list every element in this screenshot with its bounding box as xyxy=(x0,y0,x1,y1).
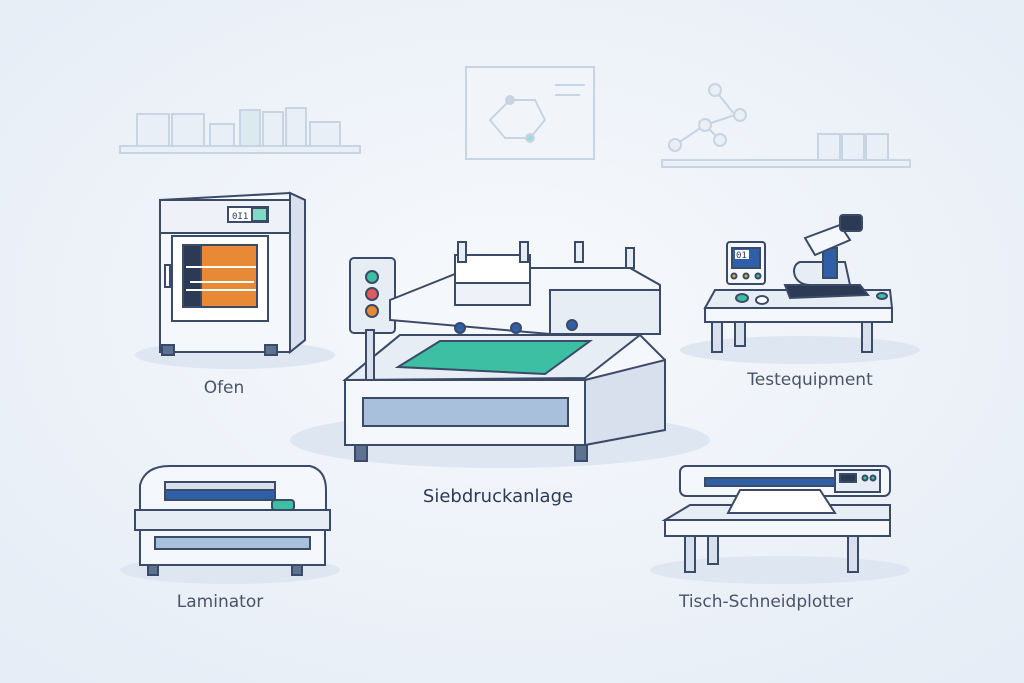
cutting-plotter-illustration xyxy=(661,465,891,573)
test-display-text: 01 xyxy=(736,251,747,261)
laminator-illustration xyxy=(134,465,331,576)
background-diagram-board xyxy=(465,66,595,160)
oven-display-text: 0I1 xyxy=(232,212,248,222)
cutting-plotter-label: Tisch-Schneidplotter xyxy=(678,592,854,612)
oven-label: Ofen xyxy=(203,378,245,398)
background-shelf-left xyxy=(119,107,361,154)
screen-printer-label: Siebdruckanlage xyxy=(422,486,574,507)
background-shelf-right xyxy=(661,83,911,168)
test-equipment-illustration: 01 xyxy=(703,214,894,353)
test-equipment-label: Testequipment xyxy=(747,370,873,390)
screen-printer-illustration xyxy=(342,241,666,462)
oven-illustration: 0I1 xyxy=(159,191,306,356)
laminator-label: Laminator xyxy=(176,592,264,612)
